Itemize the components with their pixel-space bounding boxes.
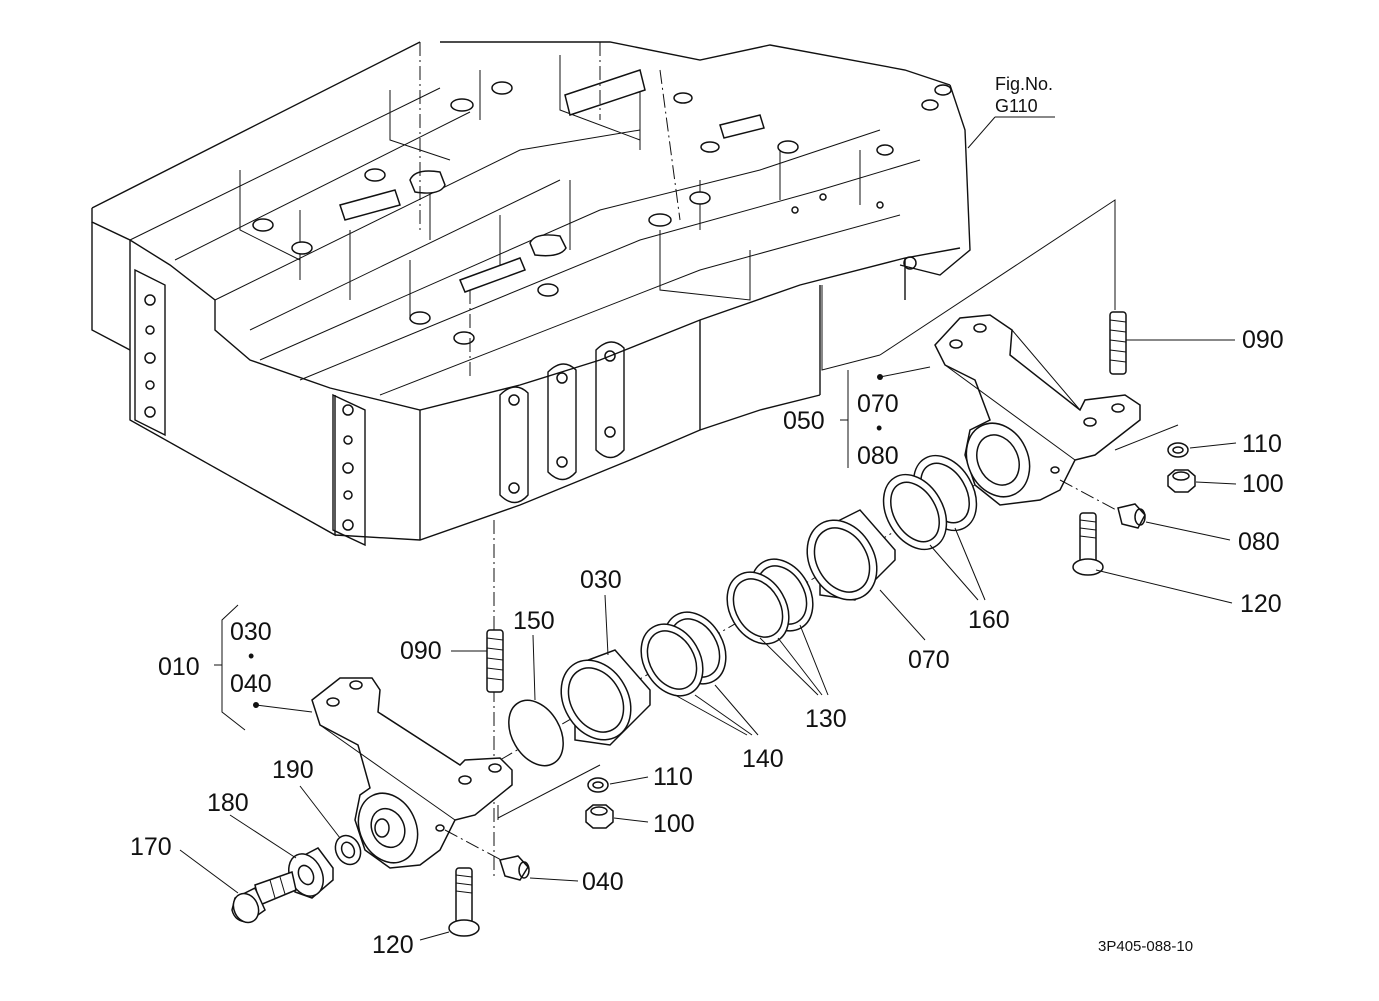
grease-fitting-040: [444, 829, 579, 882]
group-010-child1: 030: [230, 618, 272, 646]
ring-140: [640, 611, 759, 736]
nut-100-bottom: [585, 804, 649, 829]
callout-090-left: 090: [400, 637, 442, 665]
seal-150: [508, 634, 564, 767]
callout-170: 170: [130, 833, 172, 861]
right-shaft-centerline: [1059, 479, 1121, 513]
right-assembly-guide-lines: [821, 199, 1179, 451]
callout-110-top: 110: [1242, 430, 1282, 458]
callout-120-right: 120: [1240, 590, 1282, 618]
washer-110-bottom: [587, 776, 649, 793]
bushing-030: [560, 594, 651, 746]
callout-030-mid: 030: [580, 566, 622, 594]
bolt-120-bottom: [419, 867, 480, 941]
grease-fitting-080: [1117, 503, 1231, 541]
ring-130: [726, 558, 829, 696]
stud-090-top: [1109, 311, 1235, 375]
callout-130: 130: [805, 705, 847, 733]
callout-150: 150: [513, 607, 555, 635]
figure-reference: Fig.No. G110: [967, 74, 1055, 149]
nut-100-top: [1167, 469, 1237, 493]
group-050-child2: 080: [857, 442, 899, 470]
figure-label: Fig.No.: [995, 74, 1053, 94]
left-assembly-guide-lines: [497, 764, 601, 820]
bolt-120-right: [1072, 512, 1233, 604]
callout-040-right: 040: [582, 868, 624, 896]
group-050: 050 070 • 080: [783, 366, 931, 470]
bushing-070: [806, 509, 926, 641]
callout-110-bottom: 110: [653, 763, 693, 791]
callout-180: 180: [207, 789, 249, 817]
group-010-child2: 040: [230, 670, 272, 698]
callout-100-top: 100: [1242, 470, 1284, 498]
spacer-180: [229, 814, 334, 899]
transmission-case: [91, 41, 971, 547]
right-support-bracket: [934, 314, 1141, 506]
group-050-child1: 070: [857, 390, 899, 418]
callout-070-bottom: 070: [908, 646, 950, 674]
drawing-code: 3P405-088-10: [1098, 938, 1193, 955]
callout-160: 160: [968, 606, 1010, 634]
group-010-parent: 010: [158, 653, 200, 681]
callout-120-bottom: 120: [372, 931, 414, 959]
washer-110-top: [1167, 442, 1237, 458]
figure-number: G110: [995, 96, 1038, 116]
callout-090-top: 090: [1242, 326, 1284, 354]
callout-100-bottom: 100: [653, 810, 695, 838]
collar-190: [299, 785, 362, 866]
seal-160: [882, 454, 986, 601]
left-support-bracket: [311, 677, 513, 869]
callout-080-right: 080: [1238, 528, 1280, 556]
callout-190: 190: [272, 756, 314, 784]
stud-090-left: [451, 520, 504, 880]
callout-140: 140: [742, 745, 784, 773]
group-050-dot: •: [876, 418, 882, 438]
group-010-dot: •: [248, 646, 254, 666]
group-050-parent: 050: [783, 407, 825, 435]
group-010: 010 030 • 040: [158, 604, 313, 731]
bolt-170: [179, 849, 297, 924]
